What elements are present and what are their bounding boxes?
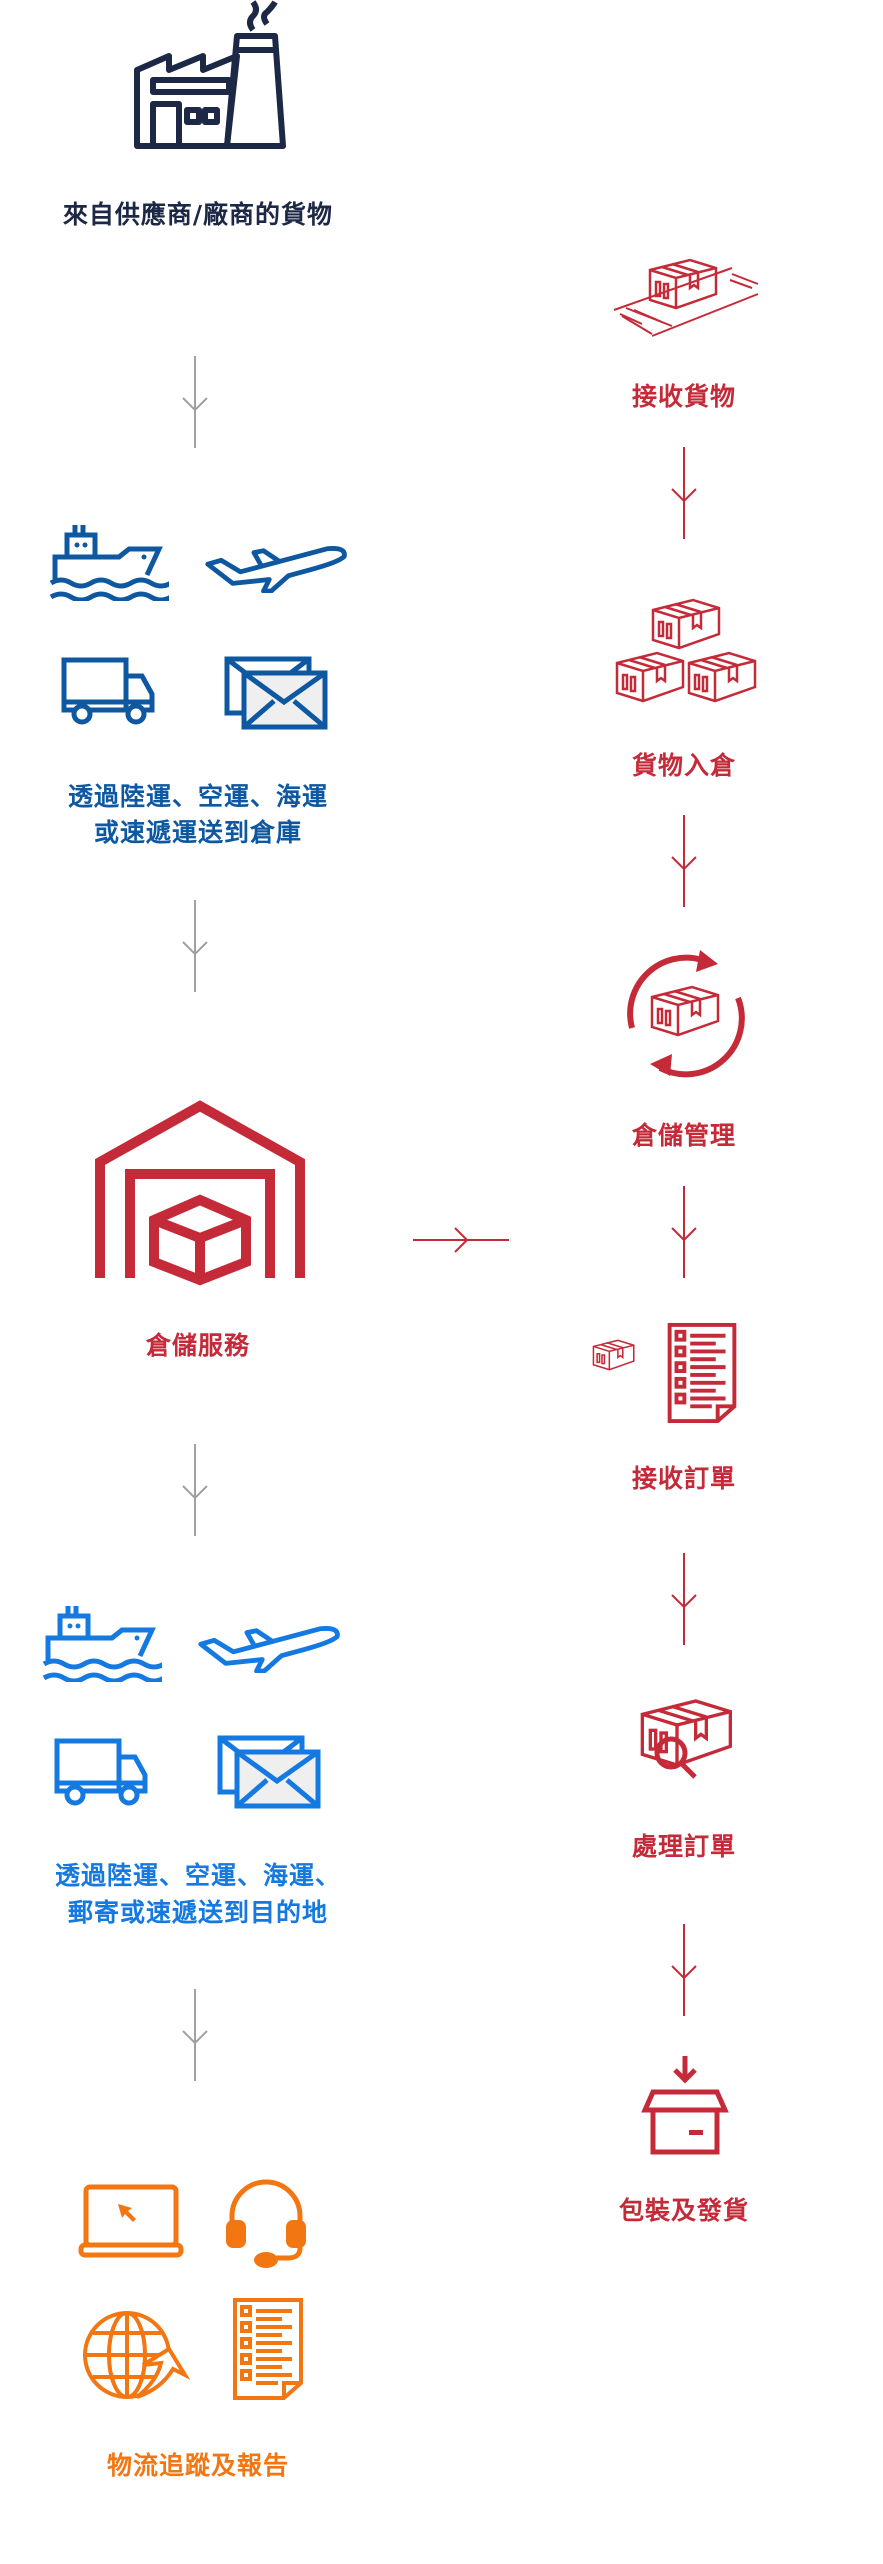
warehouse-label: 倉儲服務 <box>145 1331 250 1360</box>
stacked-boxes-icon <box>611 596 759 710</box>
ship-icon <box>49 523 169 601</box>
truck-icon <box>53 1737 149 1807</box>
airplane-icon <box>203 543 349 593</box>
arrow-down-icon <box>180 356 210 448</box>
arrow-down-icon <box>669 1552 699 1646</box>
laptop-icon <box>78 2184 184 2258</box>
checklist-icon <box>233 2298 303 2400</box>
globe-icon <box>83 2311 191 2399</box>
small-box-icon <box>591 1336 635 1374</box>
step-label: 倉儲管理 <box>631 1121 736 1150</box>
warehouse-icon <box>95 1100 305 1286</box>
arrow-down-icon <box>180 900 210 992</box>
arrow-down-icon <box>669 1923 699 2017</box>
step-label: 接收貨物 <box>631 382 736 411</box>
ship-icon <box>42 1604 162 1682</box>
truck-icon <box>60 656 156 726</box>
outbound-label-line1: 透過陸運、空運、海運、 <box>54 1861 341 1890</box>
inbound-label-line2: 或速遞運送到倉庫 <box>93 818 302 847</box>
headset-icon <box>226 2179 306 2268</box>
tracking-label: 物流追蹤及報告 <box>106 2451 289 2480</box>
step-label: 包裝及發貨 <box>618 2196 749 2225</box>
arrow-down-icon <box>180 1443 210 1537</box>
cycle-box-icon <box>627 950 745 1078</box>
step-label: 接收訂單 <box>631 1464 736 1493</box>
envelope-icon <box>224 656 328 730</box>
source-label: 來自供應商/廠商的貨物 <box>62 200 334 229</box>
arrow-right-icon <box>413 1227 509 1253</box>
arrow-down-icon <box>180 1988 210 2082</box>
factory-icon <box>134 0 286 149</box>
arrow-down-icon <box>669 1184 699 1280</box>
airplane-icon <box>196 1623 342 1673</box>
package-icon <box>641 2056 729 2155</box>
pallet-box-icon <box>613 254 759 337</box>
outbound-label-line2: 郵寄或速遞送到目的地 <box>67 1898 328 1927</box>
arrow-down-icon <box>669 815 699 907</box>
step-label: 貨物入倉 <box>631 751 736 780</box>
order-document-icon <box>667 1322 737 1424</box>
inbound-label-line1: 透過陸運、空運、海運 <box>67 782 328 811</box>
step-label: 處理訂單 <box>631 1832 736 1861</box>
box-search-icon <box>637 1693 733 1779</box>
envelope-icon <box>217 1735 321 1809</box>
arrow-down-icon <box>669 447 699 539</box>
